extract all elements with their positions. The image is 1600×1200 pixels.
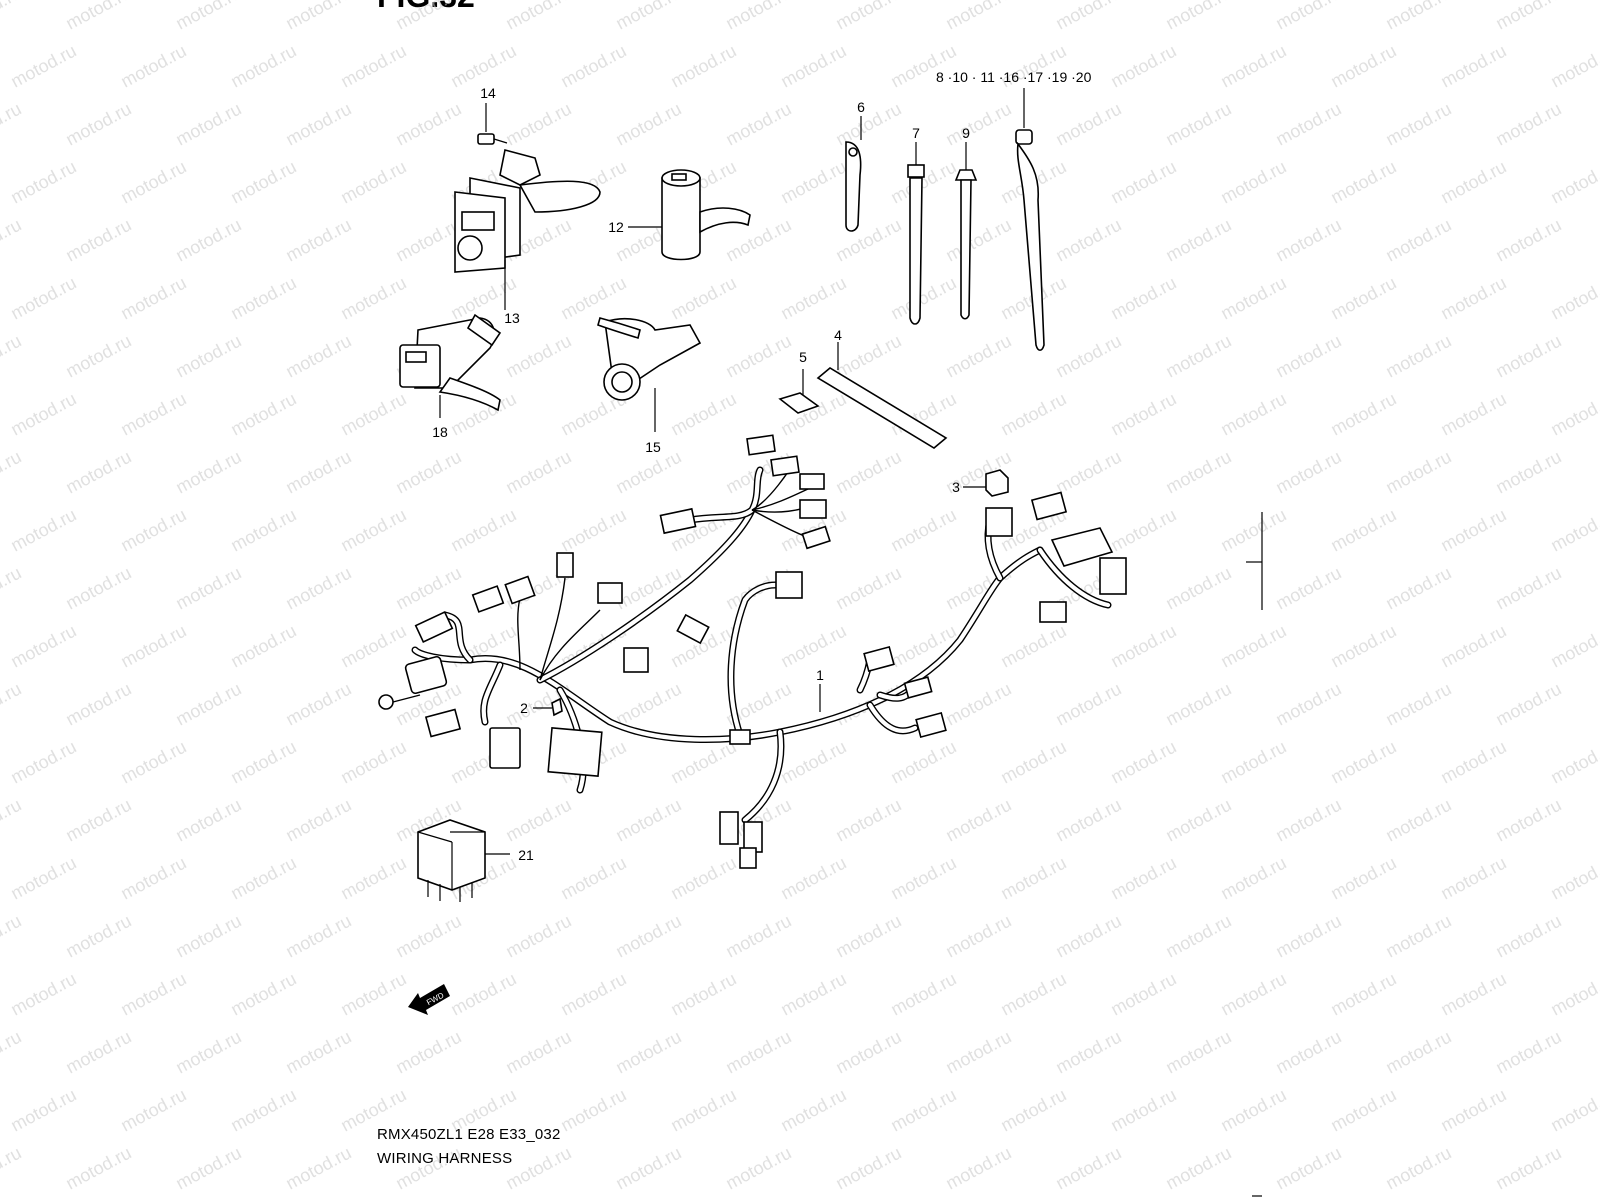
diagram-name: WIRING HARNESS [377,1150,513,1167]
callout-1: 1 [816,667,824,683]
callout-4: 4 [834,327,842,343]
part-12-cylinder [628,169,751,261]
part-3-cap [963,469,1009,497]
model-code: RMX450ZL1 E28 E33_032 [377,1126,561,1143]
part-1-harness [378,434,1127,869]
part-15-switch [597,317,702,432]
callout-13: 13 [504,310,520,326]
part-21-relay [417,819,510,902]
callouts: 14 13 12 6 7 9 8 ·10 · 11 ·16 ·17 ·19 ·2… [432,69,1091,863]
part-group-ties [1015,88,1045,352]
callout-18: 18 [432,424,448,440]
callout-14: 14 [480,85,496,101]
part-5-pad [778,369,820,414]
callout-9: 9 [962,125,970,141]
callout-5: 5 [799,349,807,365]
part-13-switch [454,149,601,310]
part-7-tie [907,142,925,325]
callout-6: 6 [857,99,865,115]
callout-12: 12 [608,219,624,235]
callout-2: 2 [520,700,528,716]
callout-group: 8 ·10 · 11 ·16 ·17 ·19 ·20 [936,69,1092,85]
sheet-edge-marks [1246,512,1263,1197]
callout-7: 7 [912,125,920,141]
callout-21: 21 [518,847,534,863]
figure-title: FIG.32 [377,0,475,15]
part-9-clip-tie [954,142,978,320]
part-18-switch [399,313,502,418]
part-4-tape [816,342,948,449]
forward-direction-arrow: FWD [408,984,450,1015]
part-14-bolt [477,103,508,145]
part-6-clip [845,116,862,232]
callout-3: 3 [952,479,960,495]
callout-15: 15 [645,439,661,455]
part-2-fuse [533,697,563,717]
